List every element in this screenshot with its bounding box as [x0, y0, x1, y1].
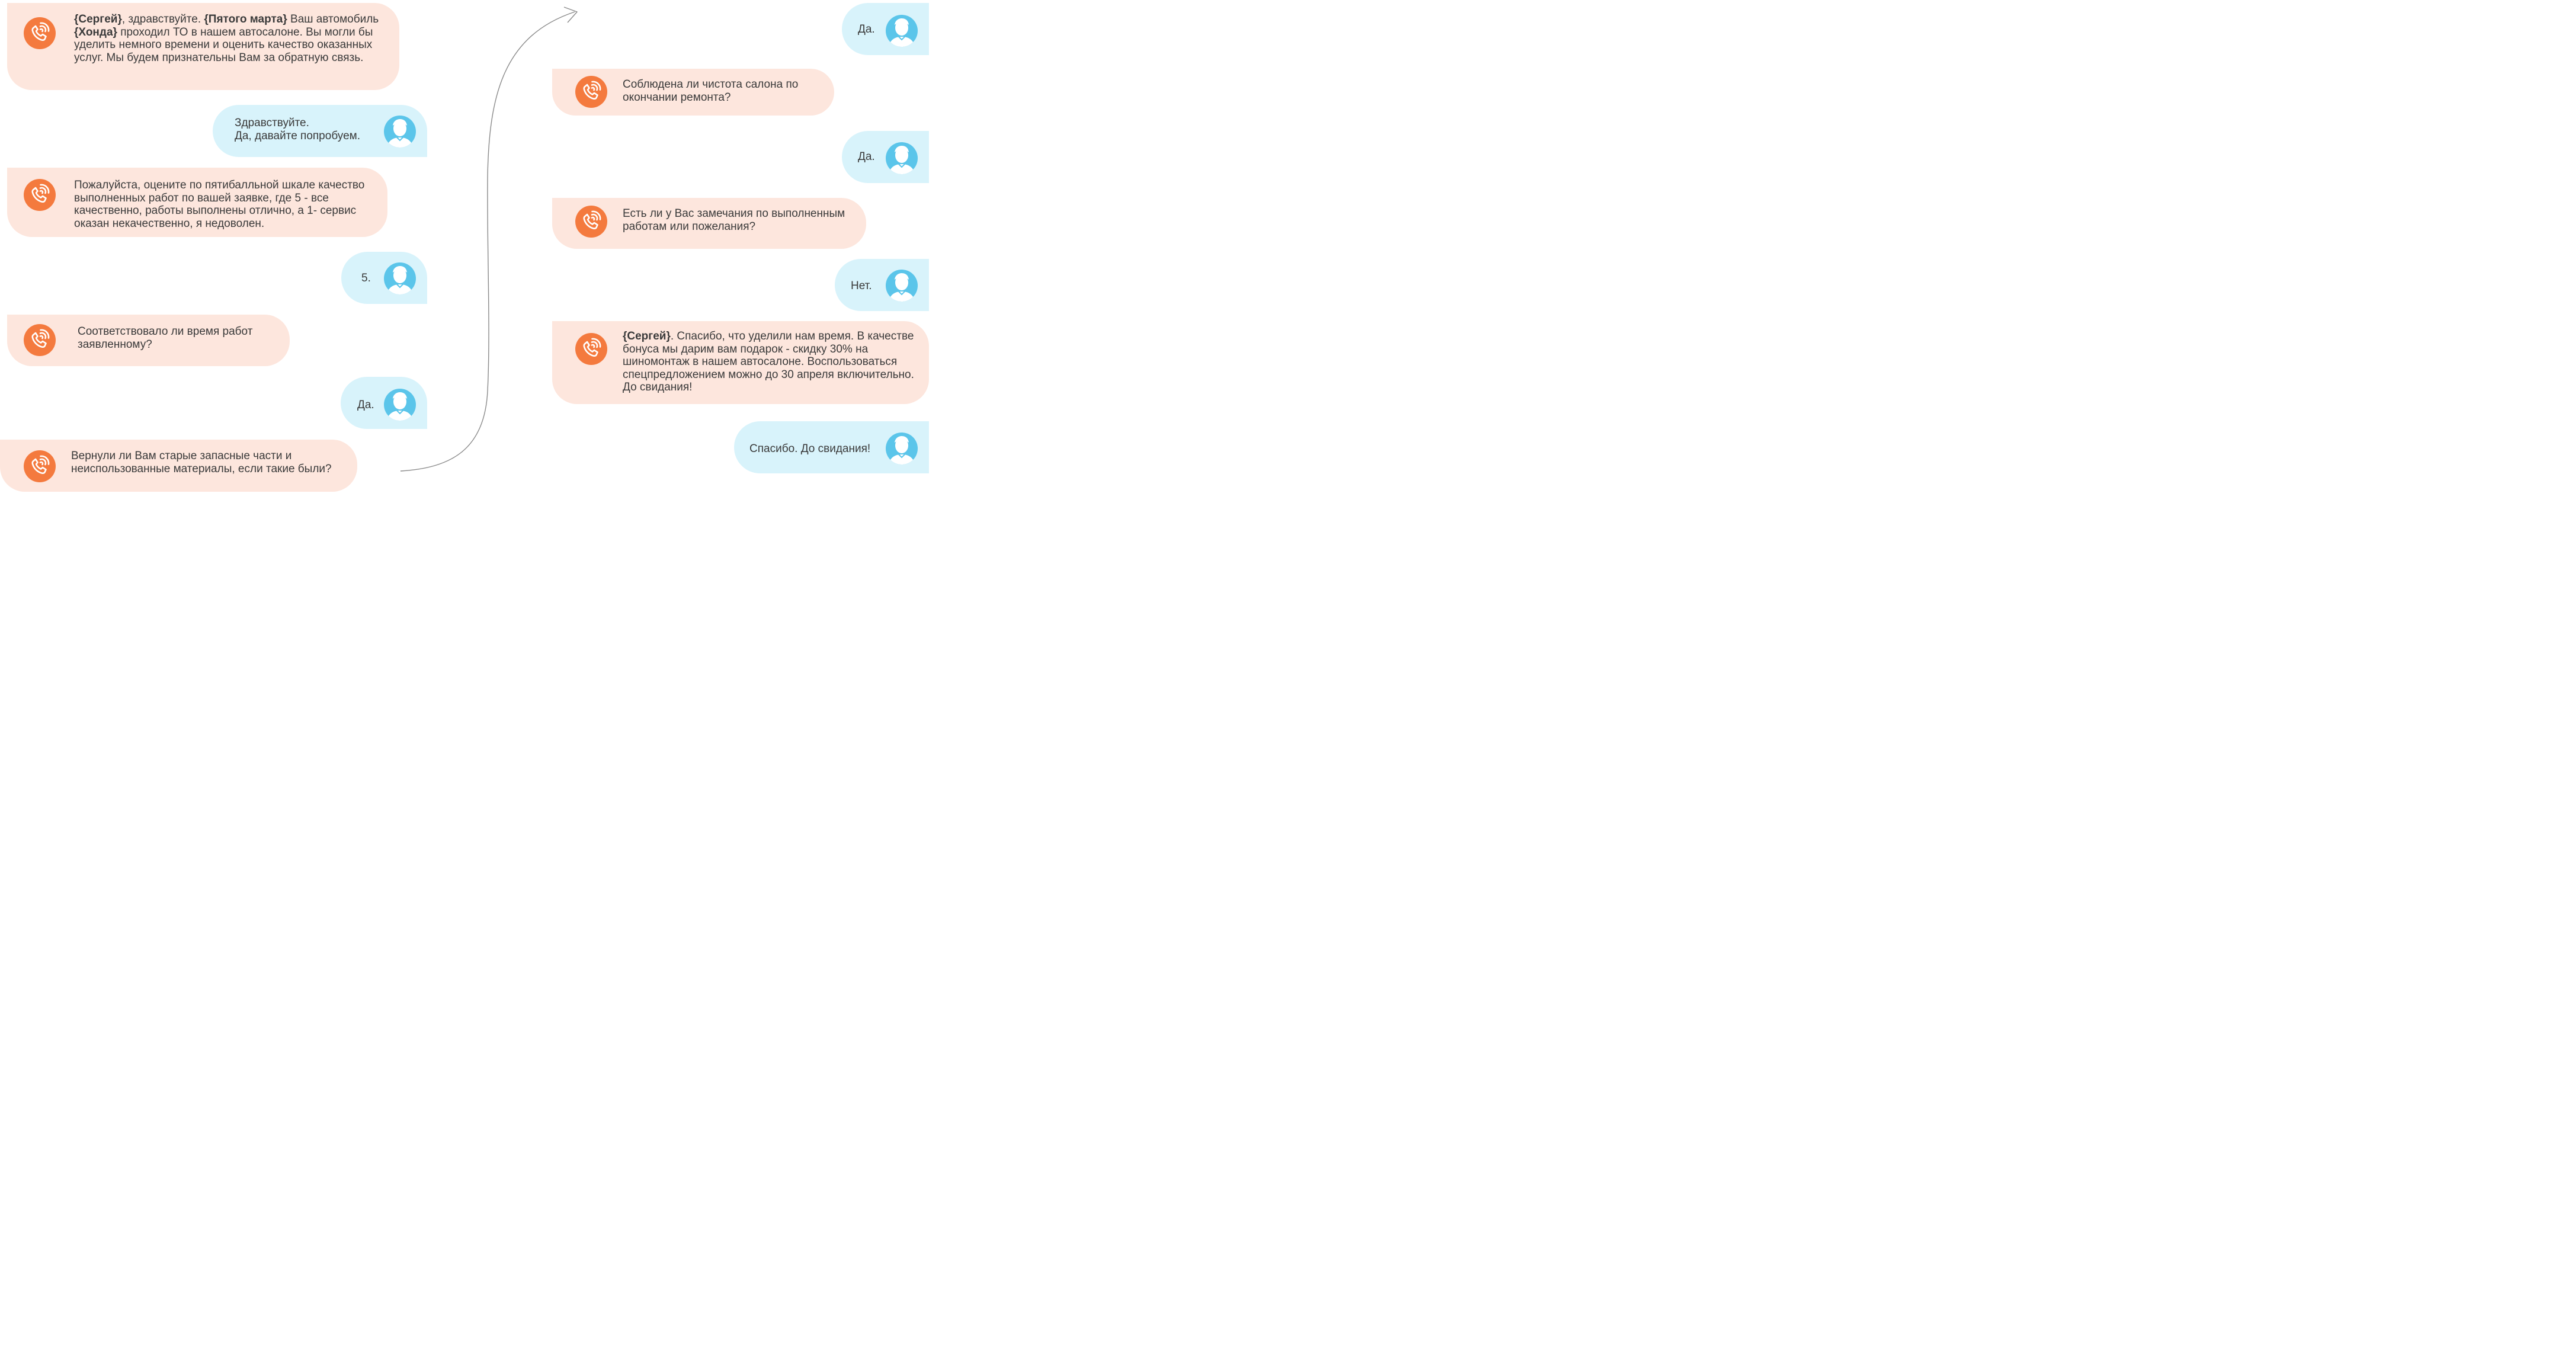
- phone-call-icon: [24, 324, 56, 356]
- user-avatar-icon: [886, 270, 918, 302]
- bot-message-text: {Сергей}. Спасибо, что уделили нам время…: [623, 330, 914, 393]
- user-avatar-icon: [886, 142, 918, 174]
- phone-call-icon: [24, 17, 56, 49]
- user-avatar-icon: [886, 433, 918, 465]
- car-brand-placeholder: {Хонда}: [74, 25, 117, 39]
- bot-message-bubble: Вернули ли Вам старые запасные части и н…: [0, 440, 357, 492]
- bot-message-bubble: Пожалуйста, оцените по пятибалльной шкал…: [7, 168, 387, 237]
- service-date-placeholder: {Пятого марта}: [204, 13, 287, 25]
- user-avatar-icon: [384, 116, 416, 148]
- user-avatar-icon: [886, 15, 918, 47]
- user-message-bubble: Спасибо. До свидания!: [734, 421, 929, 473]
- user-message-text: 5.: [361, 272, 371, 284]
- user-message-text: Спасибо. До свидания!: [749, 443, 871, 455]
- bot-message-bubble: Соответствовало ли время работ заявленно…: [7, 315, 290, 366]
- customer-name-placeholder: {Сергей}: [623, 330, 671, 342]
- bot-message-text: Вернули ли Вам старые запасные части и н…: [71, 450, 332, 475]
- user-message-text: Да.: [858, 23, 875, 36]
- user-message-text: Да.: [357, 399, 374, 411]
- phone-call-icon: [575, 206, 607, 238]
- user-message-bubble: Да.: [842, 131, 929, 183]
- bot-message-text: Есть ли у Вас замечания по выполненным р…: [623, 207, 845, 233]
- user-message-bubble: Да.: [842, 3, 929, 55]
- bot-message-bubble: Соблюдена ли чистота салона по окончании…: [552, 69, 834, 116]
- bot-message-bubble: Есть ли у Вас замечания по выполненным р…: [552, 198, 866, 249]
- customer-name-placeholder: {Сергей}: [74, 13, 122, 25]
- user-message-bubble: 5.: [341, 252, 427, 304]
- bot-message-bubble: {Сергей}, здравствуйте. {Пятого марта} В…: [7, 3, 399, 90]
- phone-call-icon: [24, 450, 56, 482]
- bot-message-text: Соответствовало ли время работ заявленно…: [78, 325, 253, 351]
- user-message-bubble: Здравствуйте. Да, давайте попробуем.: [213, 105, 427, 157]
- user-message-text: Здравствуйте. Да, давайте попробуем.: [235, 117, 360, 142]
- bot-message-text: Соблюдена ли чистота салона по окончании…: [623, 78, 799, 104]
- user-message-text: Да.: [858, 150, 875, 163]
- phone-call-icon: [24, 179, 56, 211]
- phone-call-icon: [575, 76, 607, 108]
- user-message-text: Нет.: [851, 280, 872, 292]
- user-message-bubble: Да.: [341, 377, 427, 429]
- bot-message-text: Пожалуйста, оцените по пятибалльной шкал…: [74, 179, 365, 230]
- user-message-bubble: Нет.: [835, 259, 929, 311]
- user-avatar-icon: [384, 262, 416, 294]
- phone-call-icon: [575, 333, 607, 365]
- user-avatar-icon: [384, 389, 416, 421]
- bot-message-text: {Сергей}, здравствуйте. {Пятого марта} В…: [74, 13, 379, 64]
- bot-message-bubble: {Сергей}. Спасибо, что уделили нам время…: [552, 321, 929, 404]
